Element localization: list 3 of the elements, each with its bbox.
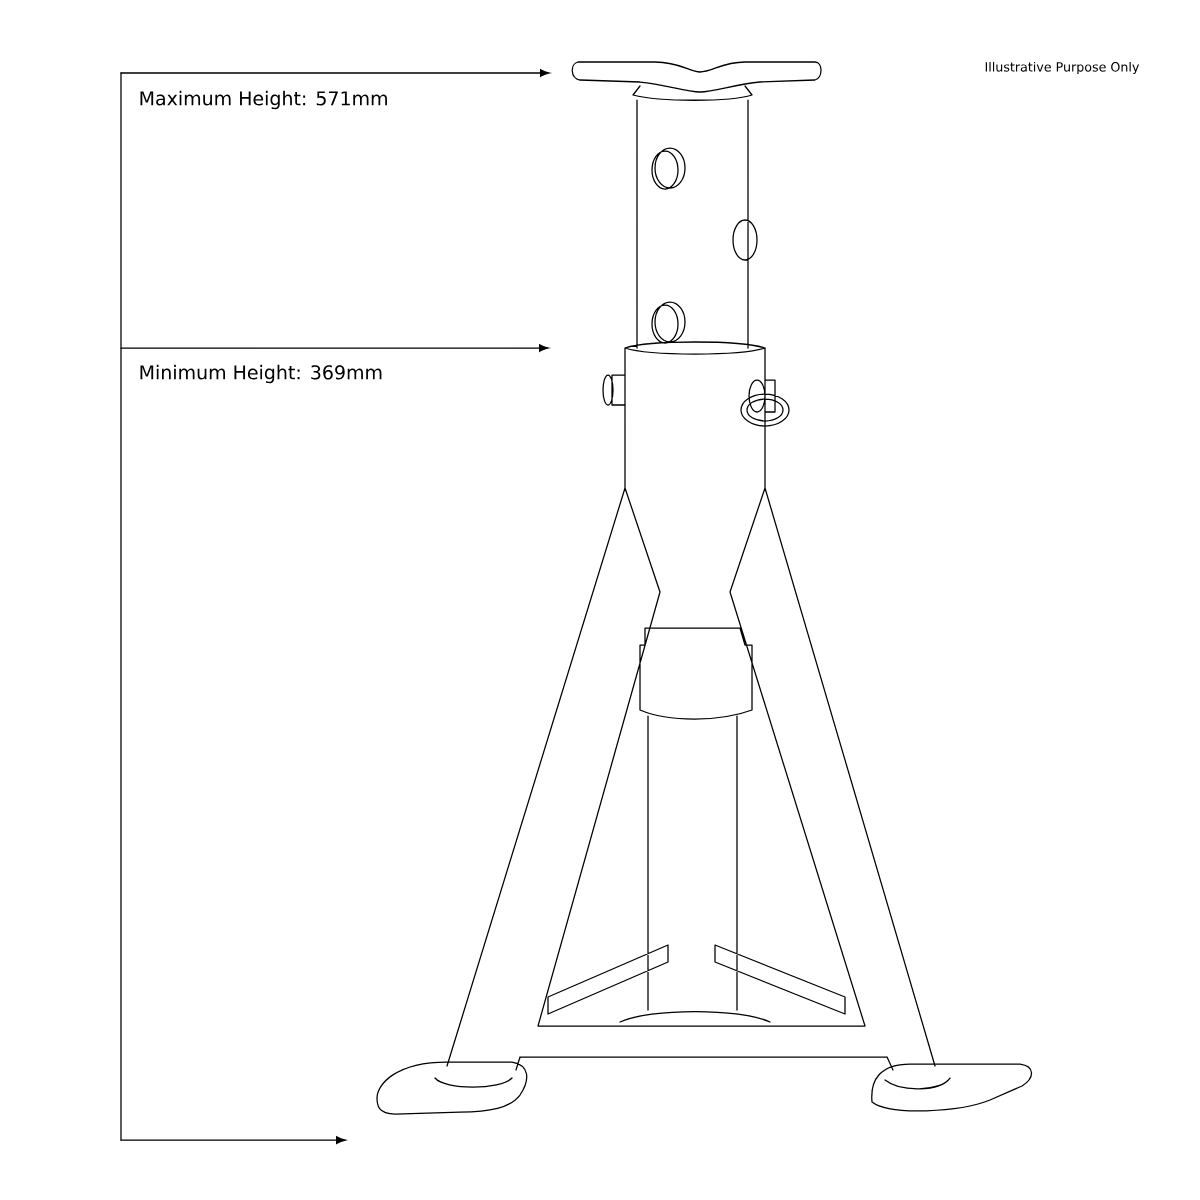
dimension-label: Maximum Height: 571mm: [140, 90, 387, 110]
dimension-label: Illustrative Purpose Only: [985, 61, 1139, 75]
dimension-label: Minimum Height: 369mm: [140, 364, 382, 384]
